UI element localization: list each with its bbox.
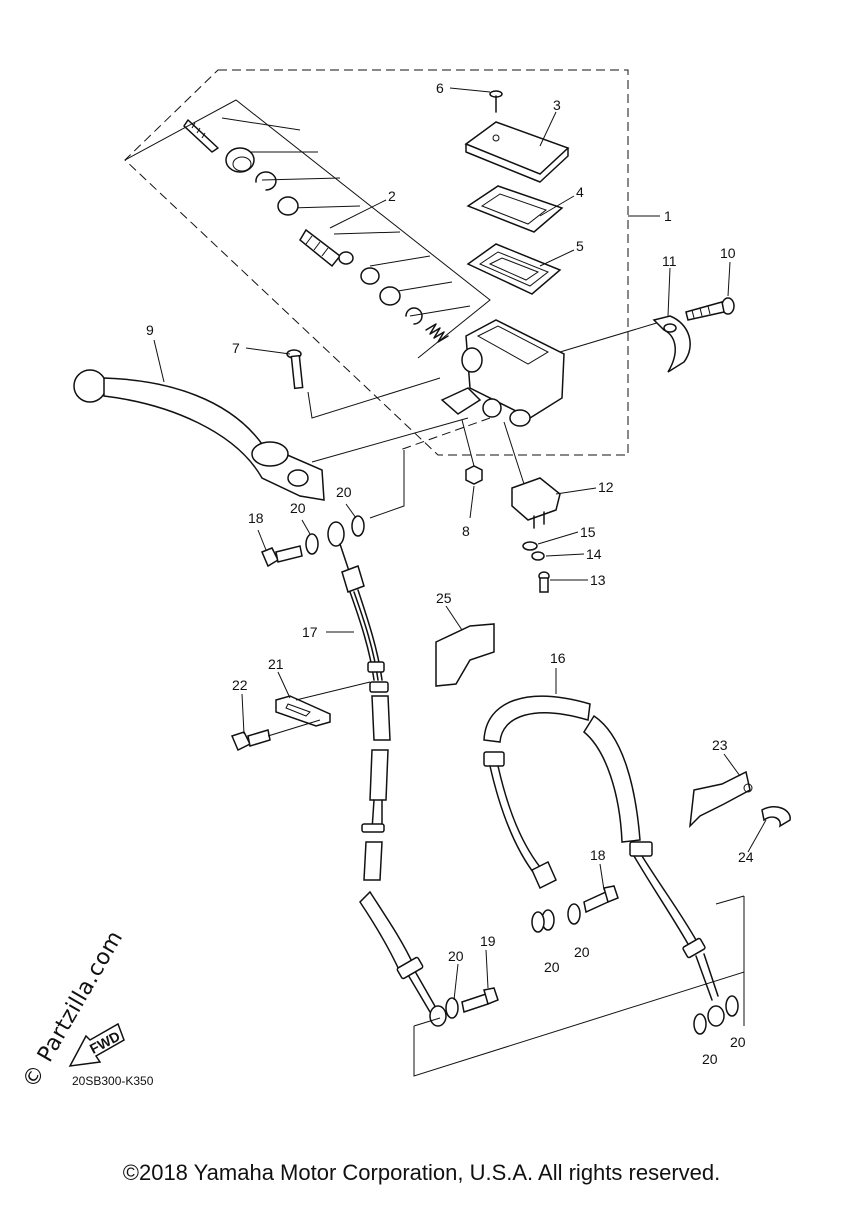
union-bolt-part-18-right [583,885,619,914]
callout-16: 16 [550,650,566,666]
clamp-guide [559,321,661,353]
lever-holder-clamp-part [652,315,691,373]
guide-21-line [295,681,371,701]
hose-clamp-part-24 [761,806,791,828]
callout-18-right: 18 [590,847,606,863]
piston-kit-panel [124,99,491,359]
union-bolt-part-18-left [261,545,303,568]
diagram-code: 20SB300-K350 [72,1074,154,1088]
nut-part-8 [465,465,483,485]
callout-17: 17 [302,624,318,640]
callout-2: 2 [388,188,396,204]
hose-guide [369,450,405,519]
explode-guide-lines [221,117,471,317]
callout-20-f: 20 [702,1051,718,1067]
callout-25: 25 [436,590,452,606]
callout-19: 19 [480,933,496,949]
copper-washer-20h [725,995,739,1017]
callout-7: 7 [232,340,240,356]
callout-8: 8 [462,523,470,539]
copper-washer-20d [567,903,581,925]
copper-washer-20e [445,997,459,1019]
reservoir-cap-part [464,121,570,183]
bolt-part-22 [230,729,271,752]
brake-lever-part [73,369,325,501]
bracket-part-25 [435,623,495,687]
callout-1: 1 [664,208,672,224]
callout-20-c: 20 [544,959,560,975]
seal-cup-part [277,196,299,216]
callout-24: 24 [738,849,754,865]
pivot-bolt-part-7 [286,349,304,390]
callout-leaders [153,87,767,1001]
callout-12: 12 [598,479,614,495]
callout-22: 22 [232,677,248,693]
callout-13: 13 [590,572,606,588]
callout-20-g: 20 [730,1034,746,1050]
hose-guide-part-21 [275,695,331,727]
screw-part-6 [489,90,503,113]
snap-ring-part [405,307,423,325]
callout-4: 4 [576,184,584,200]
copper-washer-20a [305,533,319,555]
screw-part-13 [538,571,550,593]
push-rod-part [183,119,219,153]
union-bolt-part-19 [461,987,499,1013]
copper-washer-20b [351,515,365,537]
bracket-part-23 [689,770,753,829]
callout-18-left: 18 [248,510,264,526]
callout-14: 14 [586,546,602,562]
callout-3: 3 [553,97,561,113]
copyright-notice: ©2018 Yamaha Motor Corporation, U.S.A. A… [122,1160,721,1185]
spring-part [425,323,449,343]
seal-part [379,286,401,306]
callout-10: 10 [720,245,736,261]
bolt-22-guide [267,719,321,737]
callout-20-b: 20 [336,484,352,500]
bolt-7-guide [307,377,441,419]
nut-8-guide [461,419,475,467]
fwd-arrow-icon [68,1022,125,1067]
piston-part [299,228,354,268]
switch-guide [503,421,525,485]
callout-15: 15 [580,524,596,540]
callout-21: 21 [268,656,284,672]
lever-guide [311,417,469,463]
callout-20-a: 20 [290,500,306,516]
copper-washer-20c [531,911,545,933]
dust-boot-part [225,147,255,173]
callout-5: 5 [576,238,584,254]
hidden-line [399,417,491,451]
washer-part [360,267,380,285]
brake-hose-part-16 [483,695,725,1027]
callout-20-d: 20 [574,944,590,960]
callout-11: 11 [662,253,677,269]
washer-part-15 [522,541,538,551]
holder-bolt-part-10 [685,297,735,321]
brake-switch-part [511,477,561,529]
diaphragm-plate-part [466,185,564,233]
callout-23: 23 [712,737,728,753]
callout-6: 6 [436,80,444,96]
brake-hose-part-17 [327,521,447,1027]
lock-washer-part-14 [531,551,545,561]
callout-9: 9 [146,322,154,338]
master-cylinder-body-part [440,319,565,427]
callout-labels: 6 3 4 5 1 2 7 9 11 10 8 12 15 14 13 25 1… [146,80,754,1067]
joint-frame [413,895,745,1077]
copper-washer-20g [693,1013,707,1035]
circlip-part [255,171,277,191]
assembly-boundary [124,69,629,456]
callout-20-e: 20 [448,948,464,964]
diaphragm-part [466,243,562,295]
